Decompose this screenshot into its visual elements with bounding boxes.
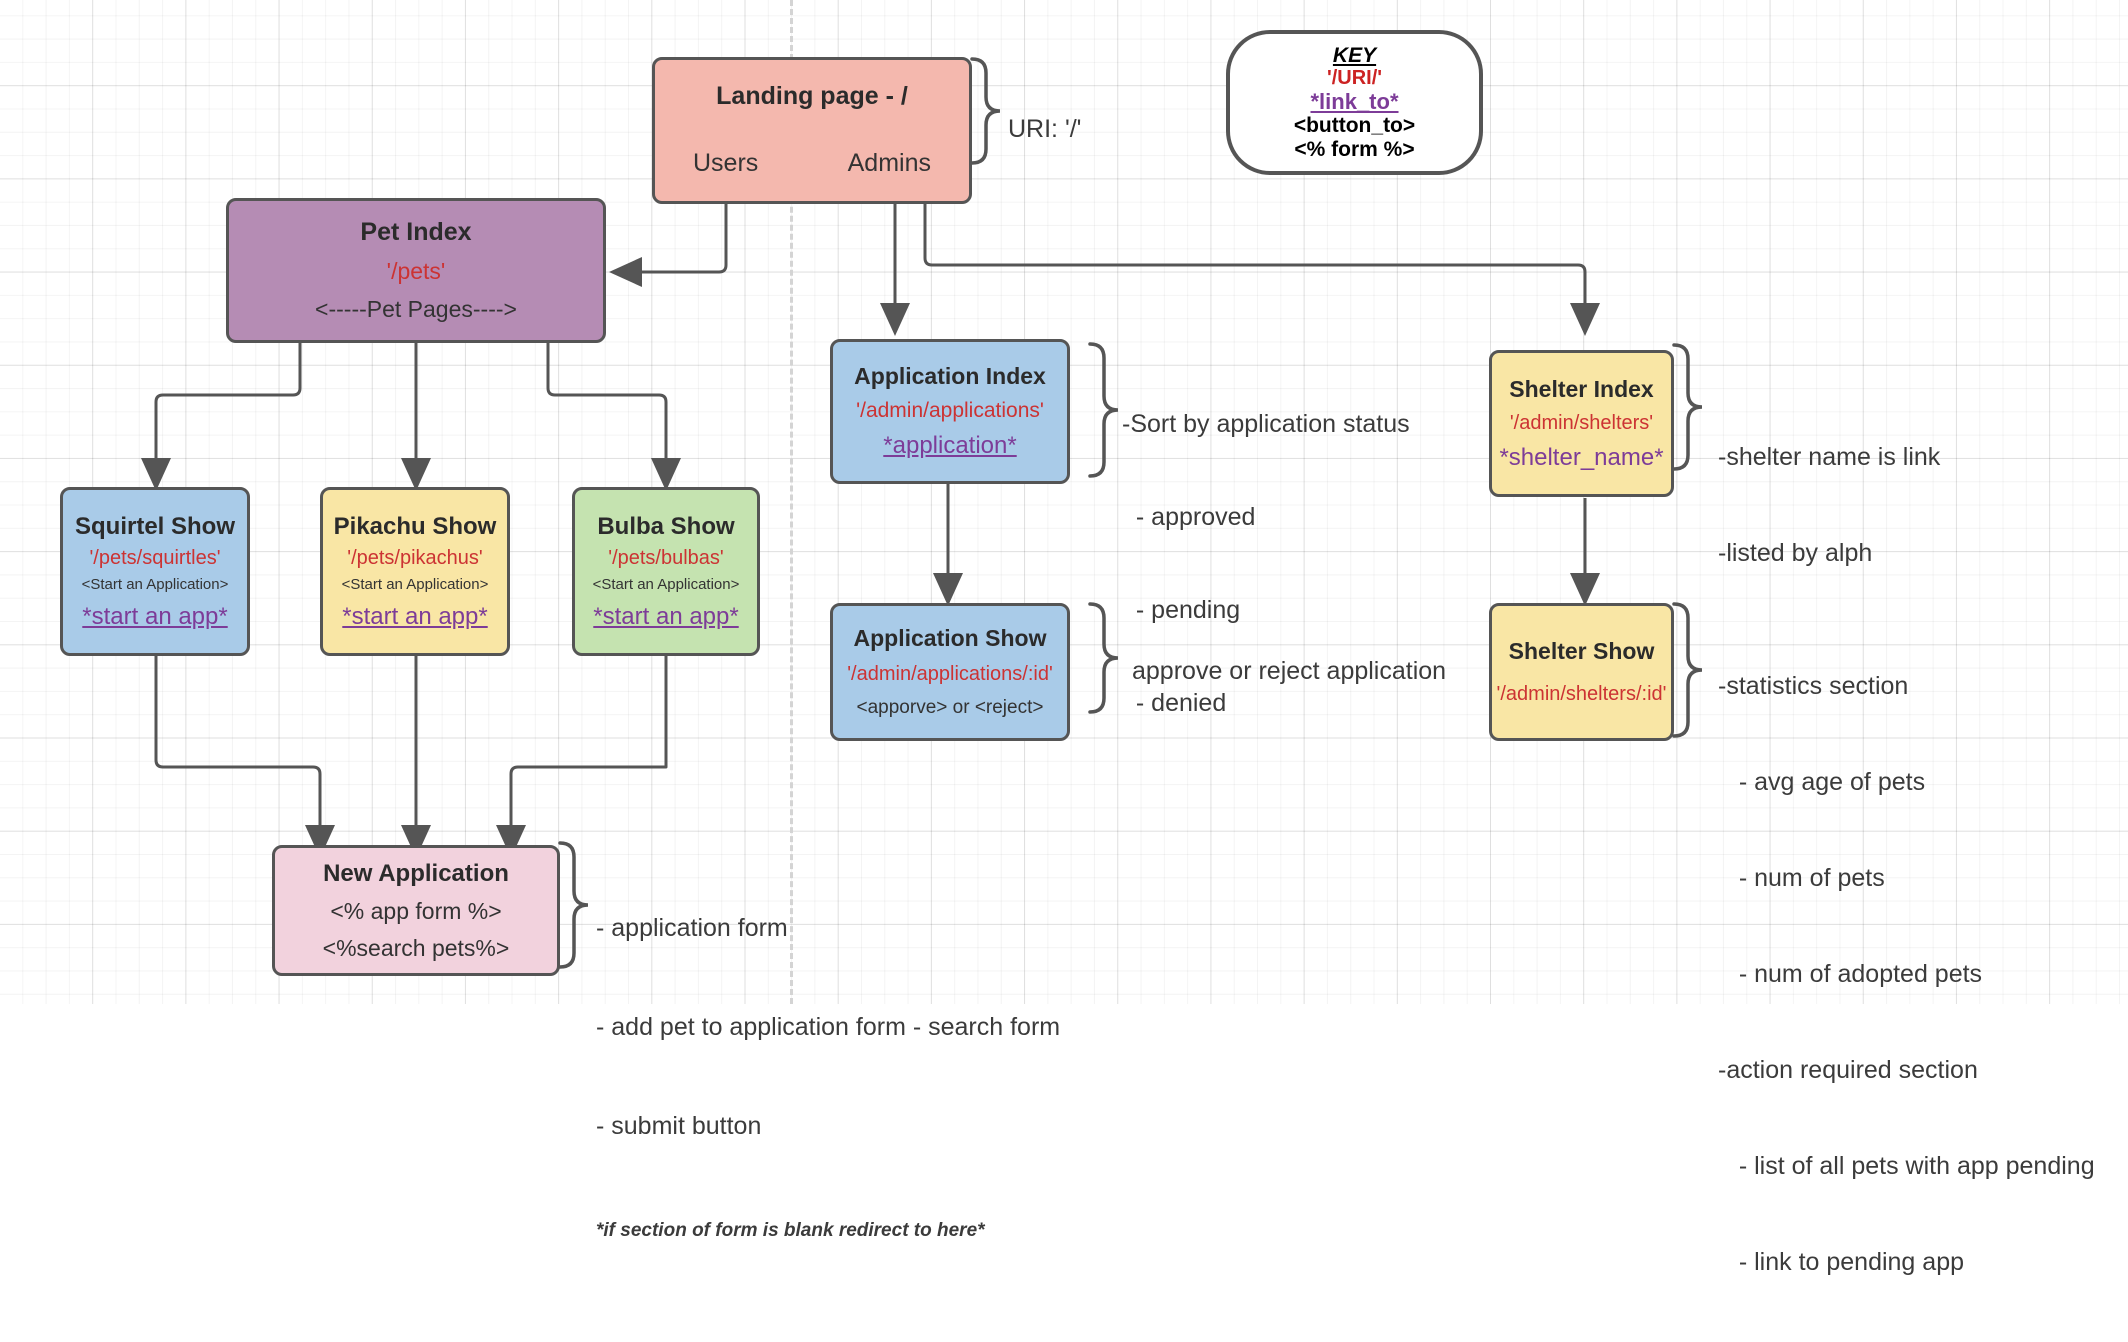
pikachu-show-uri: '/pets/pikachus' <box>347 546 483 569</box>
node-application-index[interactable]: Application Index '/admin/applications' … <box>830 339 1070 484</box>
node-new-application[interactable]: New Application <% app form %> <%search … <box>272 845 560 976</box>
new-application-search-pets: <%search pets%> <box>322 934 510 961</box>
key-link-sample: *link_to* <box>1310 88 1399 114</box>
node-application-show[interactable]: Application Show '/admin/applications/:i… <box>830 603 1070 741</box>
annotation-new-application-notes: - application form - add pet to applicat… <box>596 846 1060 1313</box>
pikachu-start-an-app-link[interactable]: *start an app* <box>342 602 488 630</box>
application-show-actions[interactable]: <apporve> or <reject> <box>856 697 1044 718</box>
application-index-uri: '/admin/applications' <box>856 399 1044 422</box>
wire-landing-to-shelter-index <box>923 204 1600 336</box>
shelter-show-note-1: - avg age of pets <box>1718 768 1926 796</box>
shelter-index-note-1: -listed by alph <box>1718 539 1873 567</box>
shelter-show-note-2: - num of pets <box>1718 864 1885 892</box>
application-index-note-2: - pending <box>1122 596 1241 624</box>
bulba-start-application-button[interactable]: <Start an Application> <box>592 575 740 593</box>
shelter-show-note-6: - link to pending app <box>1718 1248 1964 1276</box>
bulba-show-title: Bulba Show <box>597 512 735 540</box>
squirtel-start-an-app-link[interactable]: *start an app* <box>82 602 228 630</box>
brace-landing <box>970 57 1001 165</box>
brace-application-show <box>1088 602 1119 714</box>
wire-squirtel-to-new-application <box>154 656 335 858</box>
bulba-start-an-app-link[interactable]: *start an app* <box>593 602 739 630</box>
pet-index-title: Pet Index <box>360 218 472 246</box>
annotation-shelter-index-notes: -shelter name is link -listed by alph <box>1718 377 1940 633</box>
pikachu-start-application-button[interactable]: <Start an Application> <box>341 575 489 593</box>
key-title: KEY <box>1332 43 1377 67</box>
new-application-italic-note: *if section of form is blank redirect to… <box>596 1220 985 1241</box>
application-index-note-1: - approved <box>1122 503 1256 531</box>
shelter-index-title: Shelter Index <box>1509 375 1654 402</box>
new-application-note-0: - application form <box>596 914 788 942</box>
annotation-landing-uri: URI: '/' <box>1008 115 1082 143</box>
shelter-show-note-4: -action required section <box>1718 1056 1978 1084</box>
application-show-title: Application Show <box>853 625 1047 651</box>
diagram-canvas: KEY '/URI/' *link_to* <button_to> <% for… <box>0 0 2128 1276</box>
application-index-application-link[interactable]: *application* <box>883 432 1017 459</box>
pet-index-pet-pages: <-----Pet Pages----> <box>315 296 517 322</box>
node-shelter-index[interactable]: Shelter Index '/admin/shelters' *shelter… <box>1489 350 1674 497</box>
shelter-index-shelter-name-link[interactable]: *shelter_name* <box>1499 443 1664 471</box>
key-button-sample: <button_to> <box>1293 114 1416 138</box>
brace-new-application <box>558 841 589 969</box>
landing-page-title: Landing page - / <box>716 82 908 110</box>
squirtel-show-uri: '/pets/squirtles' <box>89 546 221 569</box>
application-index-title: Application Index <box>854 363 1046 389</box>
new-application-title: New Application <box>323 859 509 887</box>
application-index-note-3: - denied <box>1122 689 1227 717</box>
key-uri-sample: '/URI/' <box>1326 67 1383 90</box>
node-landing-page[interactable]: Landing page - / Users Admins <box>652 57 972 204</box>
brace-shelter-show <box>1672 602 1703 738</box>
application-show-uri: '/admin/applications/:id' <box>847 663 1053 685</box>
new-application-note-2: - submit button <box>596 1112 762 1140</box>
shelter-index-note-0: -shelter name is link <box>1718 443 1941 471</box>
vertical-dashed-divider <box>790 0 793 1004</box>
node-bulba-show[interactable]: Bulba Show '/pets/bulbas' <Start an Appl… <box>572 487 760 656</box>
key-legend: KEY '/URI/' *link_to* <button_to> <% for… <box>1226 30 1483 175</box>
shelter-show-note-5: - list of all pets with app pending <box>1718 1152 2095 1180</box>
brace-shelter-index <box>1672 343 1703 471</box>
node-pikachu-show[interactable]: Pikachu Show '/pets/pikachus' <Start an … <box>320 487 510 656</box>
node-shelter-show[interactable]: Shelter Show '/admin/shelters/:id' <box>1489 603 1674 741</box>
new-application-app-form: <% app form %> <box>330 897 502 924</box>
wire-pet-index-to-squirtel <box>141 343 302 491</box>
wire-pet-index-to-bulba <box>546 343 681 491</box>
shelter-show-uri: '/admin/shelters/:id' <box>1496 683 1667 705</box>
annotation-shelter-show-notes: -statistics section - avg age of pets - … <box>1718 606 2095 1342</box>
shelter-show-note-3: - num of adopted pets <box>1718 960 1983 988</box>
squirtel-start-application-button[interactable]: <Start an Application> <box>81 575 229 593</box>
landing-users-label[interactable]: Users <box>693 149 759 177</box>
bulba-show-uri: '/pets/bulbas' <box>608 546 724 569</box>
shelter-index-uri: '/admin/shelters' <box>1509 411 1654 434</box>
shelter-show-title: Shelter Show <box>1508 638 1655 664</box>
annotation-application-index-notes: -Sort by application status - approved -… <box>1122 347 1410 781</box>
node-squirtel-show[interactable]: Squirtel Show '/pets/squirtles' <Start a… <box>60 487 250 656</box>
squirtel-show-title: Squirtel Show <box>74 512 235 540</box>
wire-bulba-to-new-application <box>496 656 668 858</box>
pikachu-show-title: Pikachu Show <box>333 512 497 540</box>
wire-landing-to-pet-index <box>609 204 728 287</box>
new-application-note-1: - add pet to application form - search f… <box>596 1013 1061 1041</box>
annotation-application-show-note: approve or reject application <box>1132 657 1447 685</box>
landing-admins-label[interactable]: Admins <box>847 149 931 177</box>
node-pet-index[interactable]: Pet Index '/pets' <-----Pet Pages----> <box>226 198 606 343</box>
application-index-note-0: -Sort by application status <box>1122 410 1410 438</box>
key-form-sample: <% form %> <box>1294 137 1415 161</box>
brace-application-index <box>1088 342 1119 478</box>
pet-index-uri: '/pets' <box>386 258 446 284</box>
shelter-show-note-0: -statistics section <box>1718 672 1909 700</box>
